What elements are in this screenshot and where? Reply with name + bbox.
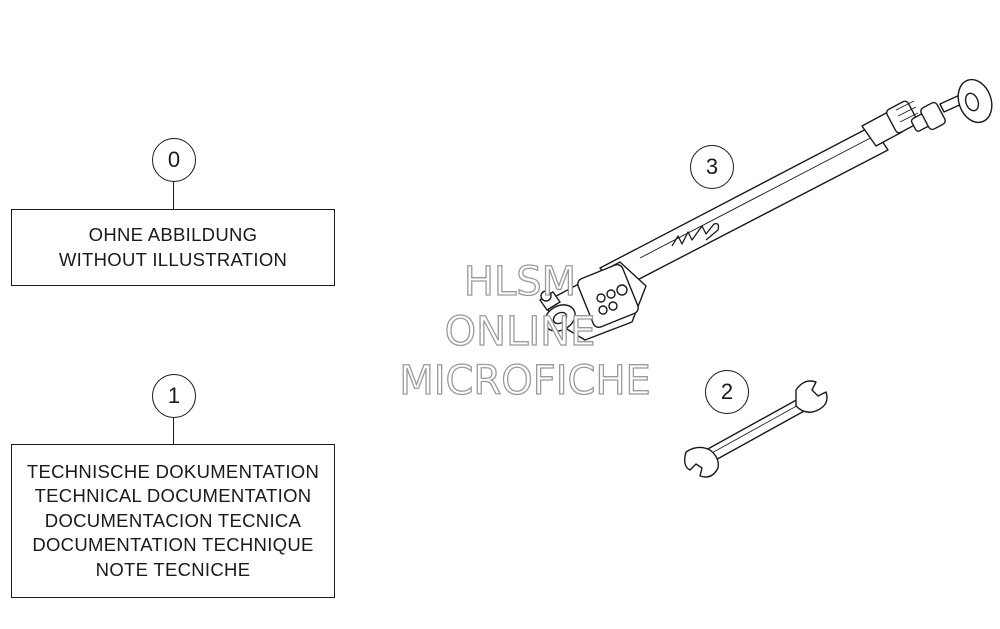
box-technical-documentation: TECHNISCHE DOKUMENTATION TECHNICAL DOCUM…: [11, 444, 335, 598]
callout-1-label: 1: [167, 383, 181, 408]
callout-3: 3: [690, 145, 734, 189]
callout-1: 1: [152, 374, 196, 418]
box-without-illustration: OHNE ABBILDUNG WITHOUT ILLUSTRATION: [11, 209, 335, 286]
callout-3-label: 3: [705, 154, 719, 179]
box1-line2: TECHNICAL DOCUMENTATION: [34, 485, 312, 507]
box1-line1: TECHNISCHE DOKUMENTATION: [26, 460, 320, 482]
open-end-wrench-icon: [683, 380, 828, 478]
callout-1-leader: [173, 418, 174, 444]
callout-2-label: 2: [720, 379, 734, 404]
box1-line4: DOCUMENTATION TECHNIQUE: [32, 534, 314, 556]
box1-line3: DOCUMENTACION TECNICA: [44, 509, 302, 531]
box0-line1: OHNE ABBILDUNG: [88, 224, 258, 245]
callout-0-label: 0: [167, 147, 181, 172]
watermark-line-3: MICROFICHE: [399, 358, 652, 404]
air-pump-gauge-icon: [539, 78, 993, 341]
callout-2: 2: [705, 370, 749, 414]
watermark-line-2: ONLINE: [444, 309, 596, 355]
callout-0: 0: [152, 138, 196, 182]
box0-line2: WITHOUT ILLUSTRATION: [58, 248, 288, 270]
box1-line5: NOTE TECNICHE: [95, 558, 251, 580]
callout-0-leader: [173, 182, 174, 209]
watermark-line-1: HLSM: [463, 259, 577, 305]
